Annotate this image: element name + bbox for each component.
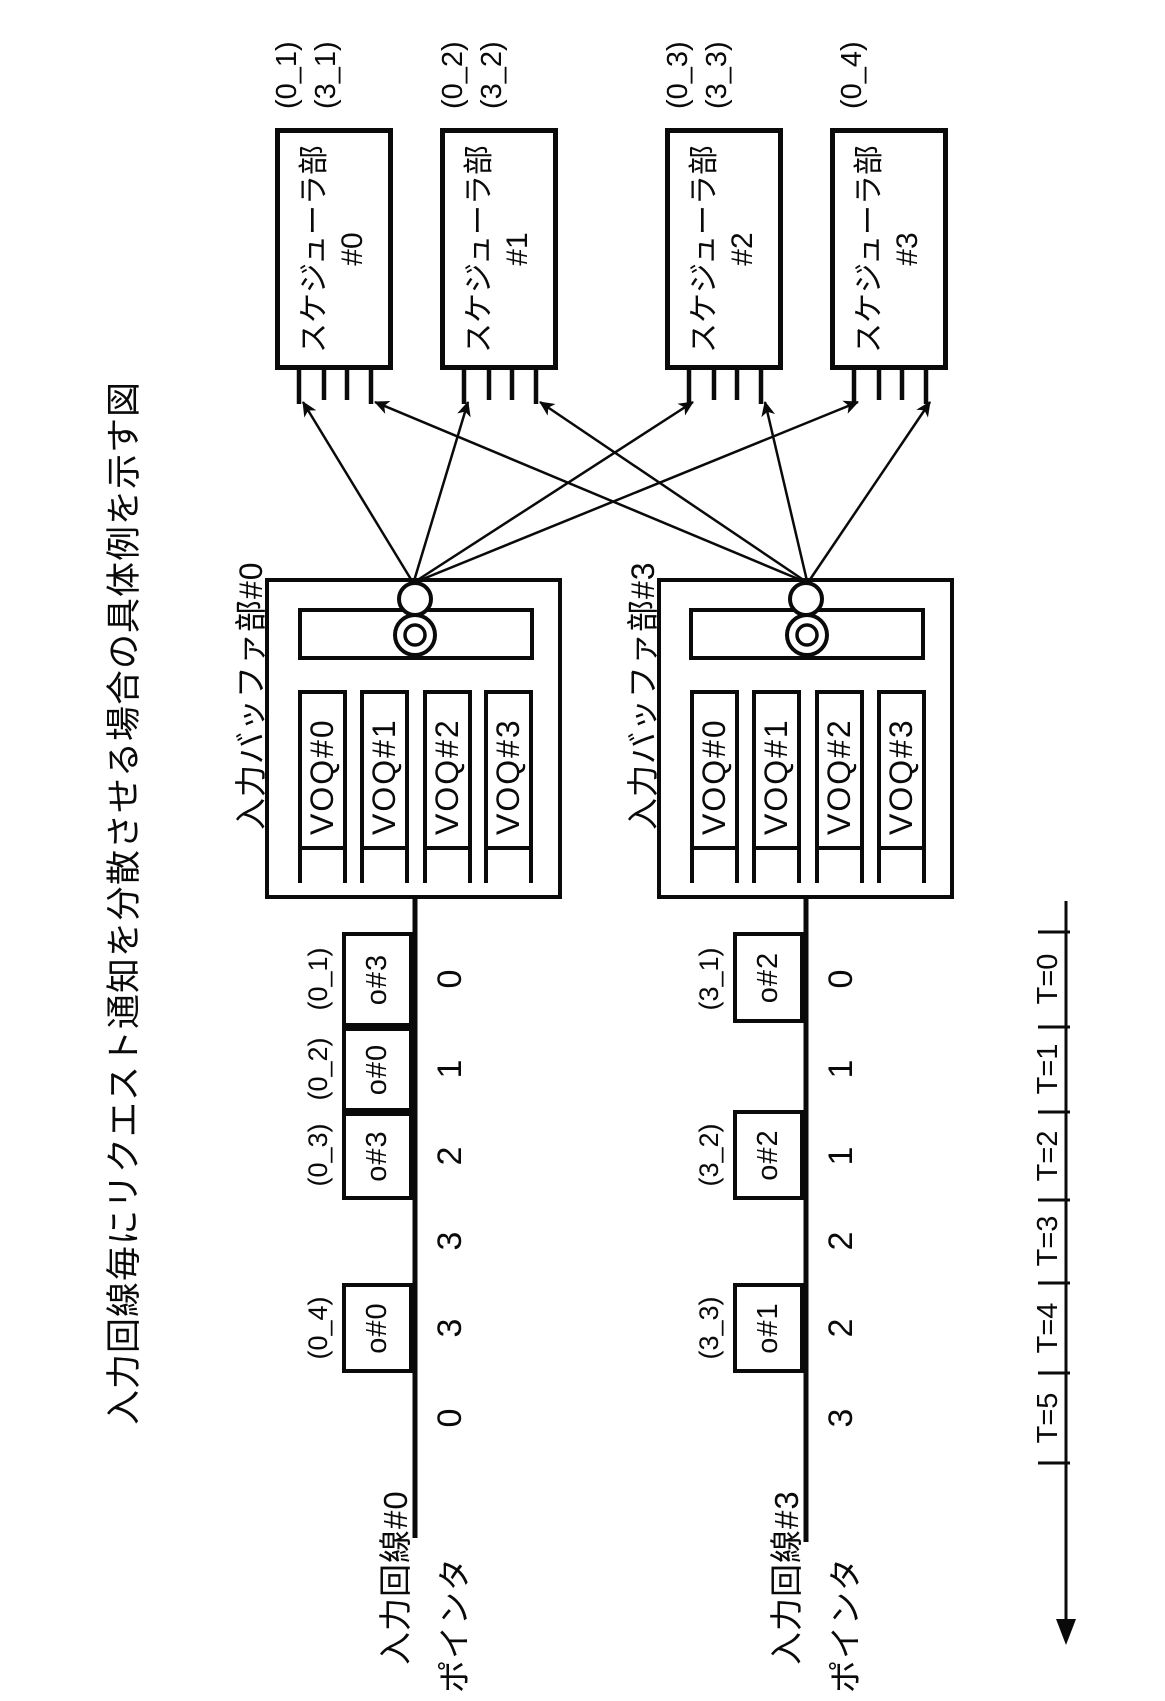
request-arrow-buf3-sched2 bbox=[761, 401, 809, 582]
voq-label: VOQ#3 bbox=[883, 718, 919, 835]
request-cell-3-1: o#2 bbox=[733, 932, 804, 1023]
request-cell-3-3: o#1 bbox=[733, 1283, 804, 1373]
time-label-t2: T=2 bbox=[1032, 1130, 1064, 1182]
voq-box: VOQ#1 bbox=[360, 690, 409, 883]
pointer-value: 0 bbox=[431, 1408, 469, 1428]
pointer-value: 2 bbox=[822, 1231, 860, 1251]
pointer-value: 2 bbox=[431, 1146, 469, 1166]
request-arrow-buf0-sched3 bbox=[417, 400, 859, 583]
voq-box: VOQ#2 bbox=[815, 690, 864, 883]
pointer-value: 1 bbox=[822, 1146, 860, 1166]
input-line-label-3: 入力回線#3 bbox=[768, 1490, 805, 1665]
scheduler-box-3: スケジューラ部 #3 bbox=[830, 128, 948, 370]
time-axis-arrowhead bbox=[1056, 1619, 1076, 1645]
scheduler-request-labels-0: (0_1) (3_1) bbox=[268, 41, 346, 109]
voq-label: VOQ#3 bbox=[490, 718, 526, 835]
voq-head-divider bbox=[756, 846, 797, 850]
pointer-value: 2 bbox=[822, 1318, 860, 1338]
voq-head-divider bbox=[488, 846, 529, 850]
scheduler-id: #1 bbox=[501, 232, 534, 266]
scheduler-id: #2 bbox=[726, 232, 759, 266]
voq-label: VOQ#2 bbox=[429, 718, 465, 835]
time-label-t0: T=0 bbox=[1032, 953, 1064, 1005]
voq-head-divider bbox=[819, 846, 860, 850]
voq-label: VOQ#1 bbox=[758, 718, 794, 835]
request-cell-label: (3_1) bbox=[694, 947, 724, 1011]
scheduler-box-0: スケジューラ部 #0 bbox=[275, 128, 393, 370]
scheduler-request-labels-3: (0_4) bbox=[833, 41, 872, 109]
request-cell-label: (0_4) bbox=[303, 1296, 333, 1360]
voq-label: VOQ#0 bbox=[304, 718, 340, 835]
voq-box: VOQ#3 bbox=[877, 690, 926, 883]
request-cell-0-3: o#3 bbox=[342, 1112, 413, 1200]
voq-box: VOQ#1 bbox=[752, 690, 801, 883]
request-arrow-buf0-sched1 bbox=[412, 401, 471, 582]
request-selector-box-0 bbox=[298, 608, 534, 660]
request-arrow-buf3-sched1 bbox=[539, 400, 806, 583]
request-selector-box-3 bbox=[689, 608, 925, 660]
scheduler-id: #0 bbox=[336, 232, 369, 266]
voq-label: VOQ#1 bbox=[366, 718, 402, 835]
request-cell-label: (3_2) bbox=[694, 1123, 724, 1187]
time-label-t4: T=4 bbox=[1032, 1302, 1064, 1354]
request-label: (0_1) bbox=[271, 41, 303, 109]
pointer-value: 0 bbox=[431, 969, 469, 989]
input-line-label-0: 入力回線#0 bbox=[377, 1490, 414, 1665]
voq-box: VOQ#0 bbox=[298, 690, 347, 883]
time-label-t1: T=1 bbox=[1032, 1043, 1064, 1095]
voq-head-divider bbox=[881, 846, 922, 850]
voq-head-divider bbox=[302, 846, 343, 850]
request-label: (3_1) bbox=[310, 41, 342, 109]
request-cell-0-4: o#0 bbox=[342, 1283, 413, 1373]
request-label: (0_4) bbox=[836, 41, 868, 109]
pointer-value: 1 bbox=[822, 1059, 860, 1079]
scheduler-box-1: スケジューラ部 #1 bbox=[440, 128, 558, 370]
scheduler-pins bbox=[296, 368, 929, 404]
voq-label: VOQ#2 bbox=[821, 718, 857, 835]
time-label-t5: T=5 bbox=[1032, 1392, 1064, 1444]
scheduler-id: #3 bbox=[891, 232, 924, 266]
request-cell-label: (0_1) bbox=[303, 947, 333, 1011]
request-label: (0_2) bbox=[437, 41, 469, 109]
request-label: (3_3) bbox=[701, 41, 733, 109]
scheduler-name: スケジューラ部 bbox=[688, 145, 721, 353]
request-arrow-buf3-sched3 bbox=[807, 401, 932, 582]
pointer-row-label-0: ポインタ bbox=[436, 1557, 473, 1693]
voq-head-divider bbox=[364, 846, 405, 850]
pointer-value: 1 bbox=[431, 1059, 469, 1079]
pointer-value: 3 bbox=[431, 1318, 469, 1338]
time-label-t3: T=3 bbox=[1032, 1215, 1064, 1267]
request-label: (3_2) bbox=[476, 41, 508, 109]
request-cell-3-2: o#2 bbox=[733, 1110, 804, 1200]
pointer-row-label-3: ポインタ bbox=[827, 1557, 864, 1693]
request-cell-0-2: o#0 bbox=[342, 1027, 413, 1112]
pointer-value: 3 bbox=[431, 1231, 469, 1251]
voq-box: VOQ#3 bbox=[484, 690, 533, 883]
request-arrow-buf0-sched2 bbox=[415, 400, 694, 583]
scheduler-box-2: スケジューラ部 #2 bbox=[665, 128, 783, 370]
voq-box: VOQ#2 bbox=[423, 690, 472, 883]
voq-label: VOQ#0 bbox=[696, 718, 732, 835]
request-arrow-buf0-sched0 bbox=[301, 401, 414, 582]
voq-head-divider bbox=[694, 846, 735, 850]
figure-title: 入力回線毎にリクエスト通知を分散させる場合の具体例を示す図 bbox=[105, 380, 144, 1425]
scheduler-request-labels-2: (0_3) (3_3) bbox=[659, 41, 737, 109]
voq-box: VOQ#0 bbox=[690, 690, 739, 883]
request-label: (0_3) bbox=[662, 41, 694, 109]
scheduler-name: スケジューラ部 bbox=[298, 145, 331, 353]
voq-head-divider bbox=[427, 846, 468, 850]
scheduler-request-labels-1: (0_2) (3_2) bbox=[434, 41, 512, 109]
request-cell-0-1: o#3 bbox=[342, 932, 413, 1027]
request-cell-label: (3_3) bbox=[694, 1296, 724, 1360]
scheduler-name: スケジューラ部 bbox=[853, 145, 886, 353]
pointer-value: 3 bbox=[822, 1408, 860, 1428]
request-arrow-buf3-sched0 bbox=[374, 400, 804, 583]
scheduler-name: スケジューラ部 bbox=[463, 145, 496, 353]
pointer-value: 0 bbox=[822, 969, 860, 989]
